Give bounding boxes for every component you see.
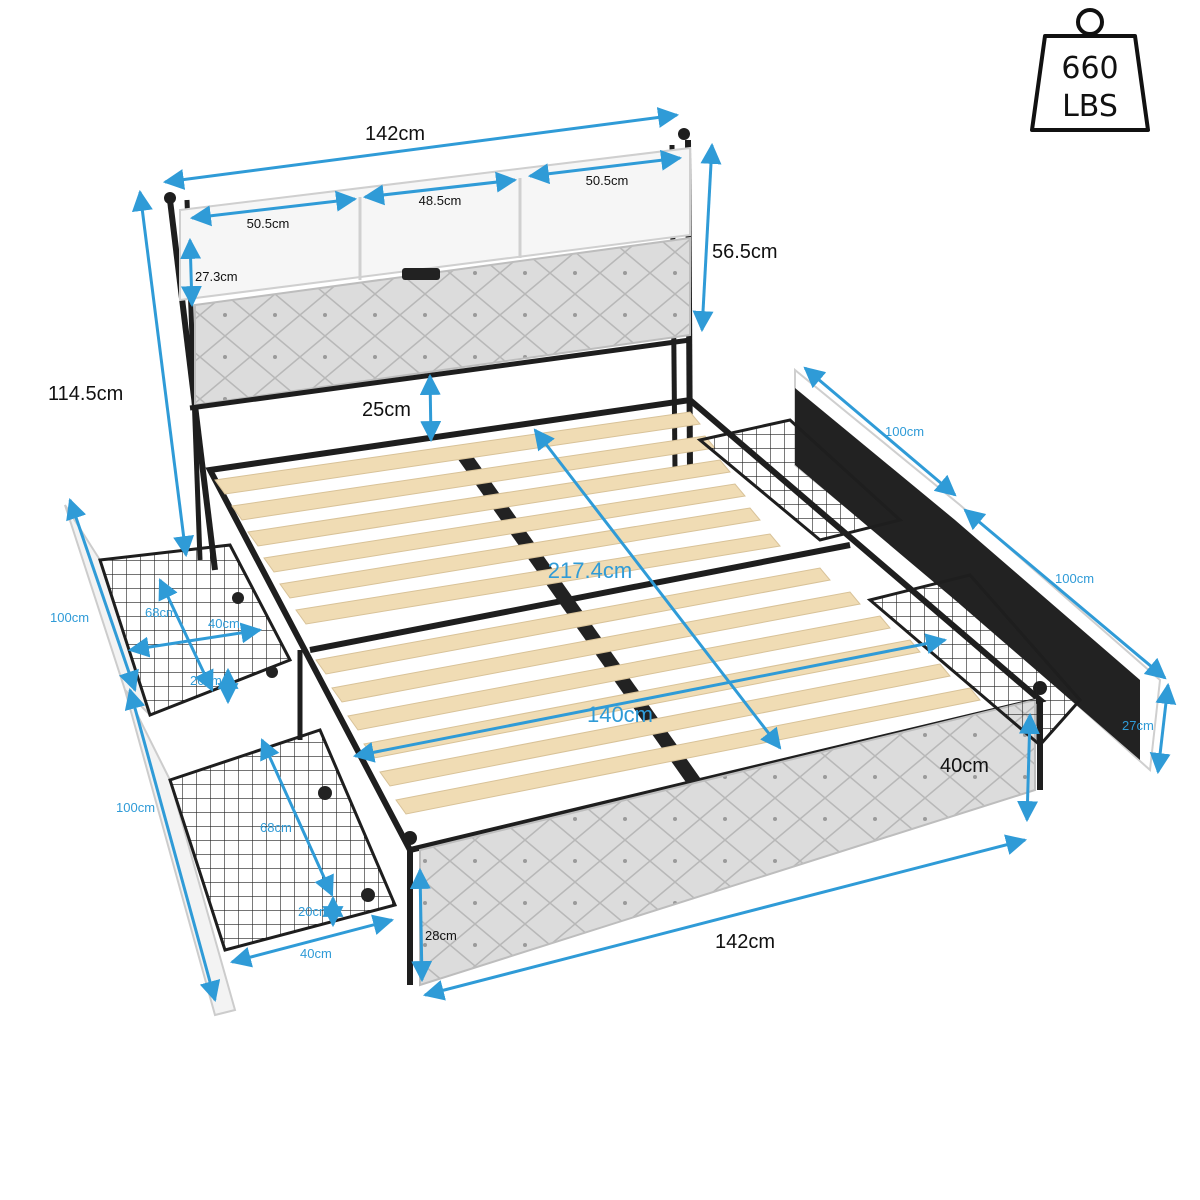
label-drawer-right-back: 100cm xyxy=(885,424,924,439)
label-inner-width: 140cm xyxy=(587,702,653,727)
label-drawer-left-bottom-width: 40cm xyxy=(300,946,332,961)
label-drawer-left-top-width: 40cm xyxy=(208,616,240,631)
label-total-height: 114.5cm xyxy=(48,383,123,405)
label-footboard-panel-height: 28cm xyxy=(425,928,457,943)
label-shelf-height: 27.3cm xyxy=(195,269,238,284)
label-drawer-left-bottom-front: 100cm xyxy=(116,800,155,815)
label-shelf-right: 50.5cm xyxy=(586,173,629,188)
weight-unit: LBS xyxy=(1062,89,1118,124)
weight-icon: 660 LBS xyxy=(1030,8,1150,132)
label-drawer-right-height: 27cm xyxy=(1122,718,1154,733)
label-footboard-height: 40cm xyxy=(940,755,989,777)
label-shelf-left: 50.5cm xyxy=(247,216,290,231)
label-drawer-left-top-depth: 68cm xyxy=(145,605,177,620)
label-under-clearance: 25cm xyxy=(362,399,411,421)
label-drawer-left-top-height: 20cm xyxy=(190,673,222,688)
label-headboard-height: 56.5cm xyxy=(712,241,778,263)
label-drawer-left-top-front: 100cm xyxy=(50,610,89,625)
label-diagonal: 217.4cm xyxy=(548,558,632,583)
label-drawer-left-bottom-depth: 68cm xyxy=(260,820,292,835)
label-shelf-middle: 48.5cm xyxy=(419,193,462,208)
label-drawer-right-front: 100cm xyxy=(1055,571,1094,586)
label-footboard-width: 142cm xyxy=(715,931,775,953)
label-headboard-width: 142cm xyxy=(365,123,425,145)
dimension-lines xyxy=(66,107,1177,1003)
label-drawer-left-bottom-height: 20cm xyxy=(298,904,330,919)
weight-value: 660 xyxy=(1061,51,1118,86)
